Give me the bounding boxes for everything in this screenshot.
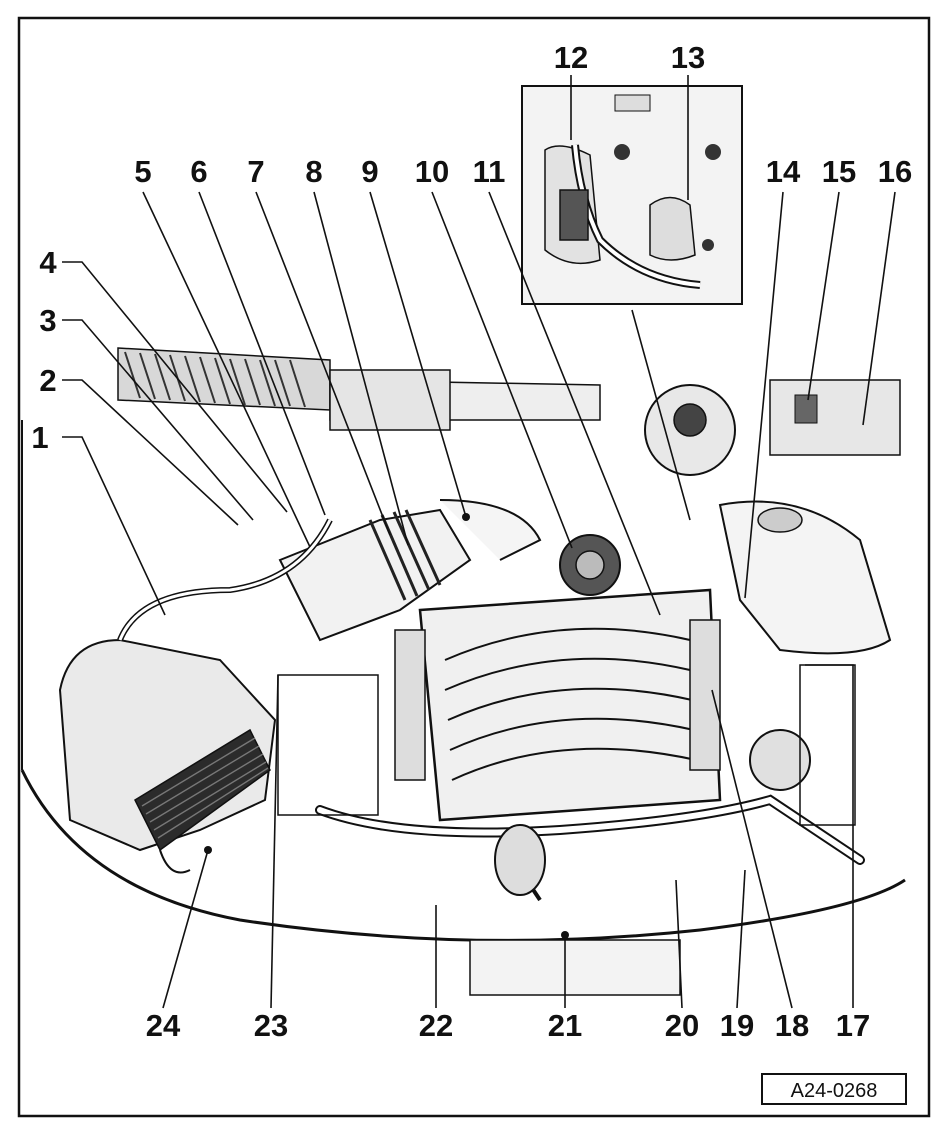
callout-2: 2 — [39, 363, 56, 398]
callout-5: 5 — [134, 154, 151, 189]
callout-11: 11 — [473, 154, 506, 189]
strut-tower — [644, 384, 736, 476]
reference-code: A24-0268 — [791, 1080, 878, 1102]
oil-filler-cap — [749, 729, 811, 791]
callout-8: 8 — [305, 154, 322, 189]
callout-7: 7 — [247, 154, 264, 189]
callout-18: 18 — [775, 1008, 809, 1043]
coolant-reservoir — [718, 500, 892, 655]
callout-21: 21 — [548, 1008, 582, 1043]
callout-4: 4 — [39, 245, 57, 280]
callout-19: 19 — [720, 1008, 754, 1043]
callout-16: 16 — [878, 154, 912, 189]
callout-15: 15 — [822, 154, 856, 189]
callout-13: 13 — [671, 40, 705, 75]
detail-inset — [521, 85, 743, 305]
callout-20: 20 — [665, 1008, 699, 1043]
intake-duct — [278, 499, 542, 642]
front-panel-outline — [20, 769, 906, 942]
callout-22: 22 — [419, 1008, 453, 1043]
battery-box — [769, 379, 901, 456]
callout-12: 12 — [554, 40, 588, 75]
callout-17: 17 — [836, 1008, 870, 1043]
air-filter-housing — [58, 638, 277, 874]
callout-3: 3 — [39, 303, 56, 338]
callout-labels: 1 2 3 4 5 6 7 8 9 10 11 12 13 14 15 16 1… — [31, 40, 912, 1043]
callout-9: 9 — [361, 154, 378, 189]
callout-23: 23 — [254, 1008, 288, 1043]
intake-manifold — [394, 534, 722, 822]
callout-14: 14 — [766, 154, 801, 189]
reference-code-box: A24-0268 — [761, 1073, 907, 1105]
lock-carrier — [469, 939, 681, 996]
callout-1: 1 — [31, 420, 48, 455]
engine-bay-illustration — [20, 347, 906, 996]
callout-6: 6 — [190, 154, 207, 189]
callout-10: 10 — [415, 154, 449, 189]
leader-lines — [62, 75, 896, 1009]
callout-24: 24 — [146, 1008, 181, 1043]
